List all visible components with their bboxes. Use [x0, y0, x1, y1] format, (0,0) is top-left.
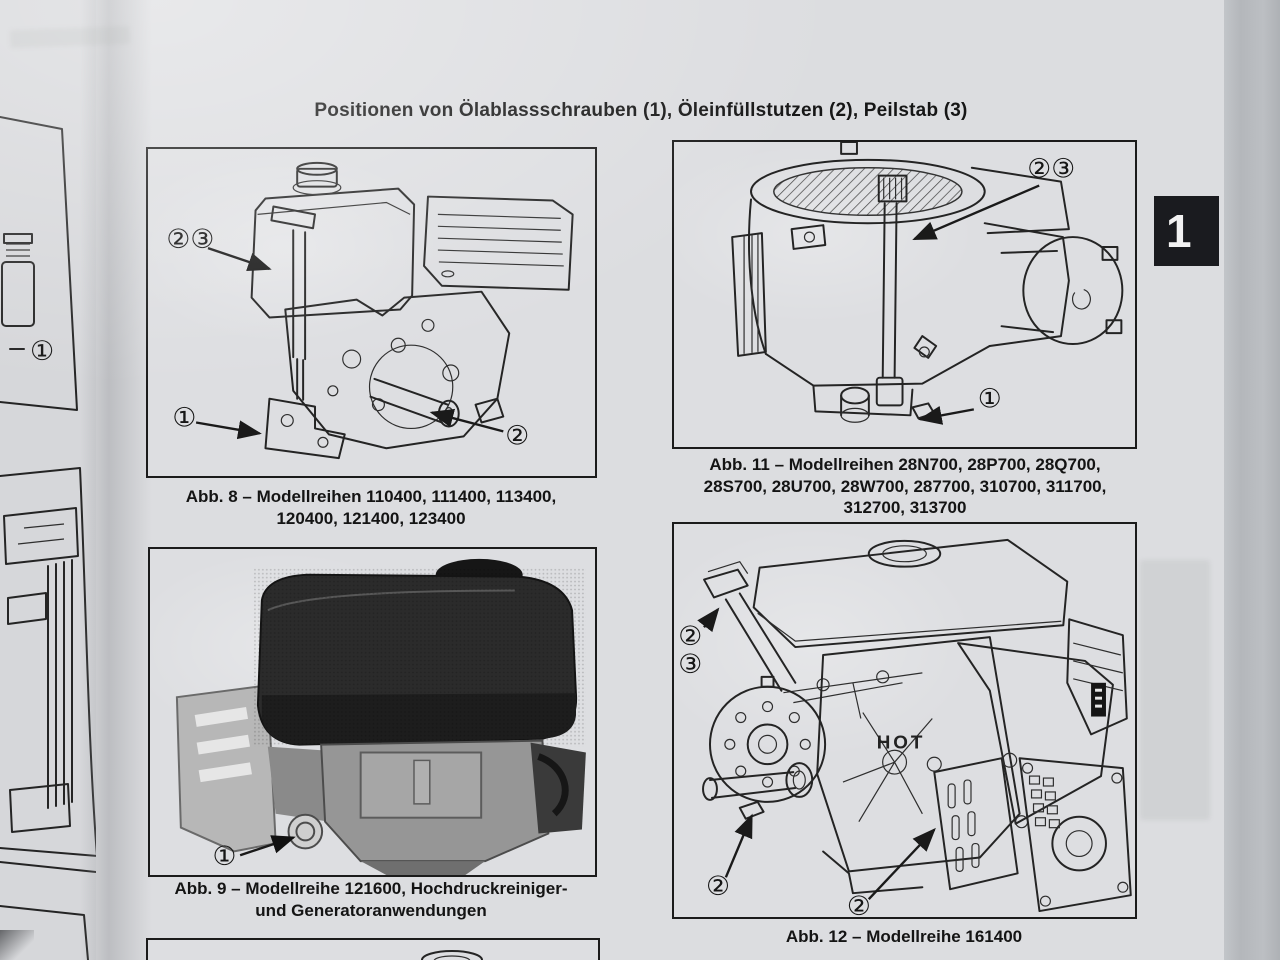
starter-motor	[1000, 236, 1124, 346]
page-gutter-shadow	[80, 0, 152, 960]
oil-canister-partial	[1, 233, 35, 350]
hot-warning-label: HOT	[877, 731, 926, 752]
left-page-callout: ①	[30, 336, 54, 367]
callout-drain-plug-right: ②	[505, 420, 529, 451]
callout-oil-fill-dipstick: ②③	[166, 224, 214, 255]
engine-illustration-abb12: HOT	[678, 538, 1132, 917]
caption-line: und Generatoranwendungen	[255, 900, 487, 920]
section-tab: 1	[1154, 196, 1219, 266]
engine-illustration-abb11: ②③ ①	[731, 142, 1124, 425]
blower-housing	[748, 142, 1070, 387]
caption-line: Abb. 9 – Modellreihe 121600, Hochdruckre…	[174, 879, 568, 898]
crankshaft	[702, 762, 814, 801]
page-title: Positionen von Ölablassschrauben (1), Öl…	[314, 100, 968, 121]
caption-line: Abb. 12 – Modellreihe 161400	[785, 927, 1023, 946]
engine-photo-abb9: ①	[175, 558, 586, 875]
callout-drain-plug-left: ①	[172, 402, 196, 433]
dipstick-tube	[270, 205, 317, 401]
caption-line: 28S700, 28U700, 28W700, 287700, 310700, …	[703, 476, 1107, 496]
callout-oil-fill-dipstick: ②③	[1027, 154, 1075, 185]
dipstick-tube	[875, 174, 908, 407]
book-corner-shadow	[0, 930, 34, 960]
crankcase	[320, 739, 550, 875]
fuel-tank	[752, 538, 1069, 649]
show-through-text	[1140, 560, 1210, 820]
engine-fragment-partial	[3, 507, 79, 833]
caption-line: 120400, 121400, 123400	[276, 508, 466, 528]
figure-caption-abb9: Abb. 9 – Modellreihe 121600, Hochdruckre…	[146, 878, 596, 921]
figure-box-abb9: ①	[148, 547, 597, 877]
partial-figure-box	[146, 938, 600, 960]
engine-side	[267, 746, 330, 822]
figure-box-abb11: ②③ ①	[672, 140, 1137, 449]
book-edge	[1224, 0, 1280, 960]
callout-dipstick: ③	[678, 649, 702, 680]
left-page-partial-figures: ①	[0, 116, 98, 960]
sump-base	[812, 335, 938, 423]
caption-line: 312700, 313700	[843, 498, 967, 517]
callout-oil-fill: ②	[678, 621, 702, 652]
recoil-starter	[1018, 757, 1132, 913]
section-tab-number: 1	[1166, 205, 1192, 257]
dipstick-tube	[703, 561, 797, 692]
governor-linkage	[783, 670, 923, 719]
figure-caption-abb8: Abb. 8 – Modellreihen 110400, 111400, 11…	[146, 486, 596, 529]
muffler	[423, 195, 574, 291]
figure-box-abb12: HOT	[672, 522, 1137, 919]
engine-block	[738, 636, 1021, 895]
partial-oil-cap	[421, 950, 483, 960]
flywheel	[708, 675, 827, 803]
caption-line: Abb. 11 – Modellreihen 28N700, 28P700, 2…	[709, 455, 1101, 474]
slotted-panel	[926, 752, 1029, 891]
cooling-fins	[731, 232, 767, 357]
callout-drain-plug-center: ②	[847, 891, 871, 917]
callout-drain-plug: ①	[978, 383, 1002, 414]
muffler-guard	[1066, 618, 1128, 736]
figure-box-abb8: ②③ ① ②	[146, 147, 597, 478]
fuel-tank	[250, 161, 416, 319]
mounting-base	[264, 397, 346, 460]
callout-drain-plug: ①	[212, 841, 236, 872]
carburetor-cluster	[530, 742, 586, 834]
fuel-tank-cover	[253, 558, 586, 747]
mounting-bracket	[175, 684, 277, 853]
blower-shroud	[957, 642, 1114, 825]
figure-caption-abb12: Abb. 12 – Modellreihe 161400	[672, 926, 1136, 948]
left-page: ①	[0, 0, 98, 960]
crankcase	[284, 290, 511, 450]
oil-drain-boss	[287, 813, 324, 850]
engine-illustration-abb8: ②③ ① ②	[166, 161, 574, 460]
figure-caption-abb11: Abb. 11 – Modellreihen 28N700, 28P700, 2…	[660, 454, 1150, 519]
caption-line: Abb. 8 – Modellreihen 110400, 111400, 11…	[185, 487, 557, 506]
